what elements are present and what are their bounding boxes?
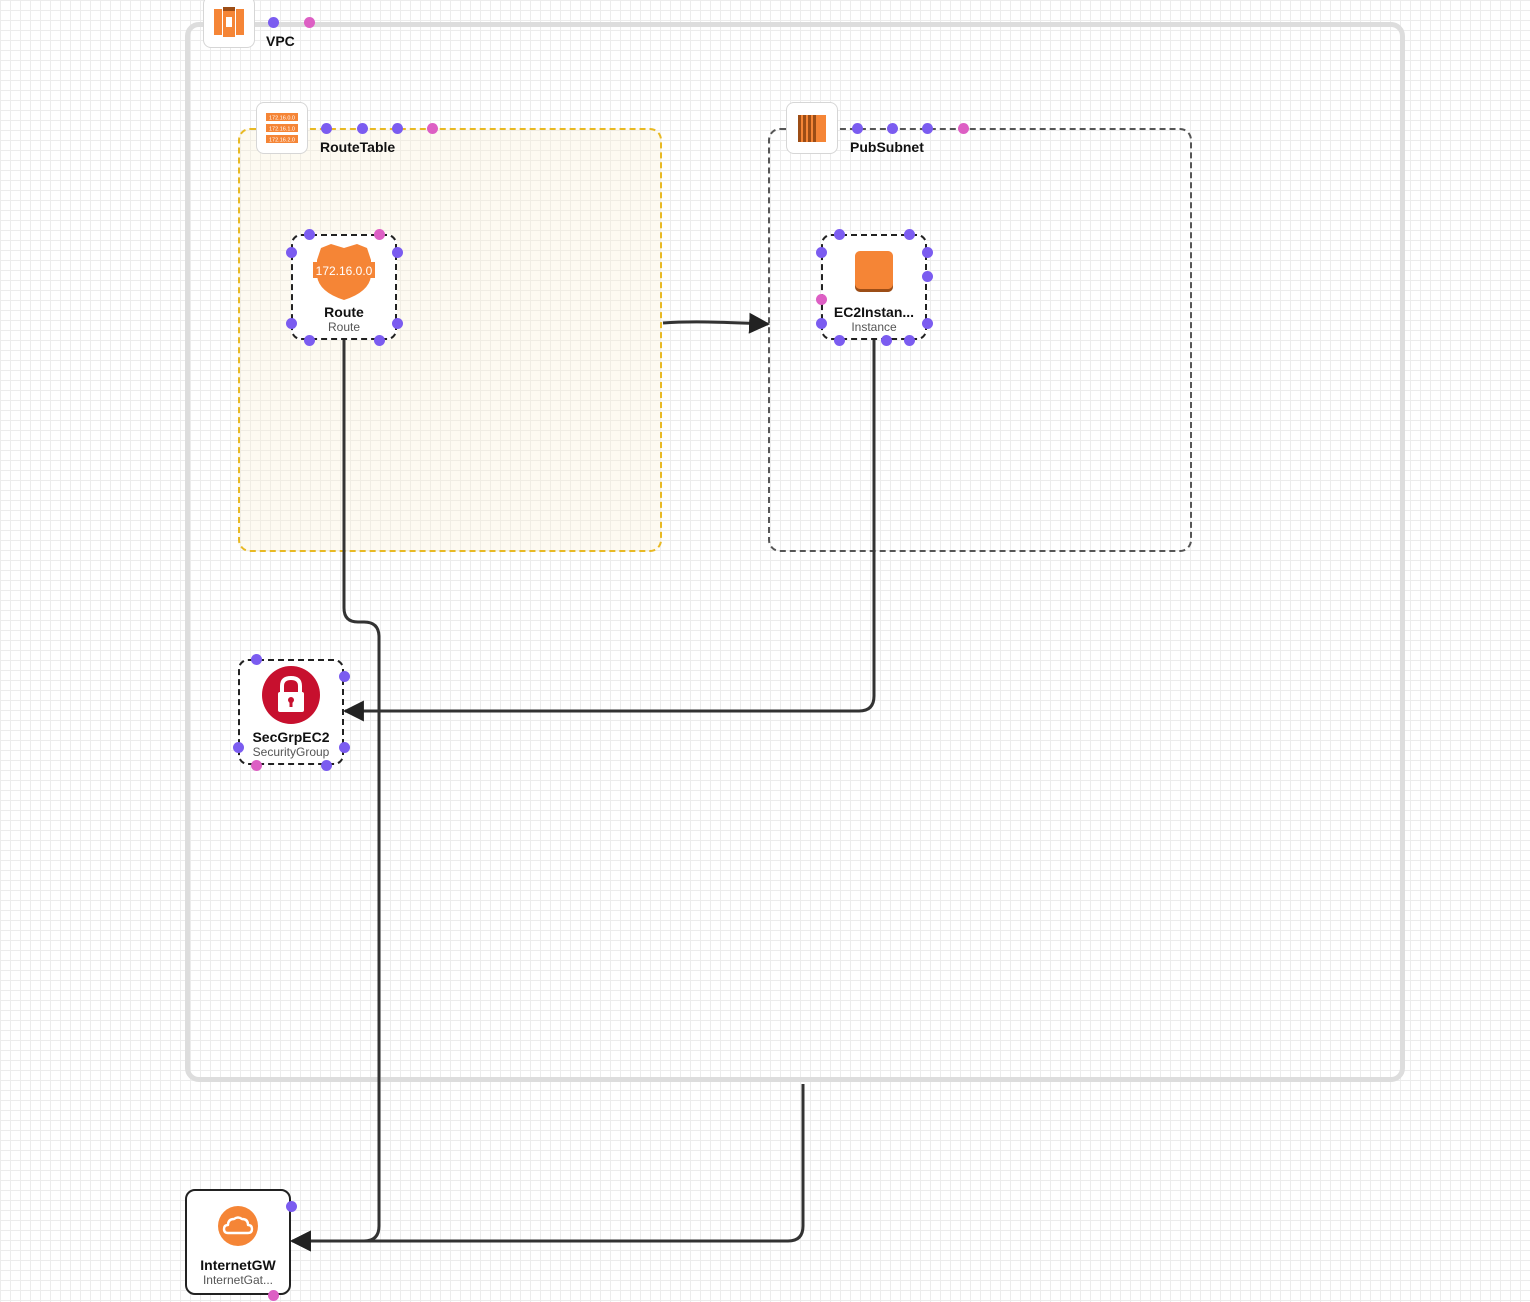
route-table-icon: 172.16.0.0 172.16.1.0 172.16.2.0 bbox=[256, 102, 308, 154]
port[interactable] bbox=[886, 122, 898, 134]
port[interactable] bbox=[303, 334, 315, 346]
igw-type: InternetGat... bbox=[202, 1273, 274, 1287]
port[interactable] bbox=[285, 1200, 297, 1212]
port[interactable] bbox=[833, 228, 845, 240]
route-table-row-2: 172.16.2.0 bbox=[269, 138, 295, 144]
port[interactable] bbox=[303, 228, 315, 240]
edge-ec2-to-secgrp[interactable] bbox=[342, 340, 876, 722]
vpc-icon bbox=[203, 0, 255, 48]
igw-node[interactable]: InternetGW InternetGat... bbox=[185, 1189, 291, 1295]
port[interactable] bbox=[285, 246, 297, 258]
port[interactable] bbox=[815, 293, 827, 305]
edge-vpc-to-igw[interactable] bbox=[289, 1084, 805, 1252]
port[interactable] bbox=[921, 122, 933, 134]
security-group-lock-icon bbox=[261, 665, 321, 730]
port[interactable] bbox=[921, 270, 933, 282]
port[interactable] bbox=[903, 334, 915, 346]
port[interactable] bbox=[338, 670, 350, 682]
route-table-label: RouteTable bbox=[320, 139, 396, 155]
port[interactable] bbox=[338, 741, 350, 753]
route-table-row-0: 172.16.0.0 bbox=[269, 116, 295, 122]
route-shield-icon: 172.16.0.0 bbox=[311, 242, 377, 307]
port[interactable] bbox=[232, 741, 244, 753]
route-shield-text: 172.16.0.0 bbox=[316, 264, 373, 278]
igw-title: InternetGW bbox=[200, 1257, 276, 1273]
route-node[interactable]: 172.16.0.0 Route Route bbox=[291, 234, 397, 340]
port[interactable] bbox=[815, 317, 827, 329]
port[interactable] bbox=[356, 122, 368, 134]
port[interactable] bbox=[815, 246, 827, 258]
ec2-title: EC2Instan... bbox=[833, 304, 915, 320]
port[interactable] bbox=[391, 317, 403, 329]
port[interactable] bbox=[285, 317, 297, 329]
route-type: Route bbox=[327, 320, 361, 334]
pub-subnet-label: PubSubnet bbox=[850, 139, 924, 155]
vpc-label: VPC bbox=[266, 33, 295, 49]
port[interactable] bbox=[250, 653, 262, 665]
ec2-instance-icon bbox=[854, 250, 894, 297]
port[interactable] bbox=[880, 334, 892, 346]
route-table-row-1: 172.16.1.0 bbox=[269, 127, 295, 133]
edge-route-to-igw[interactable] bbox=[289, 340, 381, 1252]
port[interactable] bbox=[921, 317, 933, 329]
port[interactable] bbox=[267, 1289, 279, 1301]
internet-gateway-cloud-icon bbox=[217, 1205, 259, 1252]
secgrp-title: SecGrpEC2 bbox=[252, 729, 330, 745]
pub-subnet-group[interactable] bbox=[768, 128, 1192, 552]
port[interactable] bbox=[250, 759, 262, 771]
edge-routetable-to-subnet[interactable] bbox=[662, 312, 771, 334]
port[interactable] bbox=[267, 16, 279, 28]
port[interactable] bbox=[851, 122, 863, 134]
port[interactable] bbox=[957, 122, 969, 134]
port[interactable] bbox=[320, 122, 332, 134]
port[interactable] bbox=[426, 122, 438, 134]
port[interactable] bbox=[833, 334, 845, 346]
ec2-type: Instance bbox=[851, 320, 897, 334]
port[interactable] bbox=[903, 228, 915, 240]
secgrp-node[interactable]: SecGrpEC2 SecurityGroup bbox=[238, 659, 344, 765]
port[interactable] bbox=[921, 246, 933, 258]
route-table-group[interactable] bbox=[238, 128, 662, 552]
port[interactable] bbox=[391, 246, 403, 258]
vpc-group[interactable] bbox=[185, 22, 1405, 1082]
route-title: Route bbox=[324, 304, 364, 320]
secgrp-type: SecurityGroup bbox=[252, 745, 330, 759]
port[interactable] bbox=[391, 122, 403, 134]
port[interactable] bbox=[373, 228, 385, 240]
port[interactable] bbox=[373, 334, 385, 346]
ec2-node[interactable]: EC2Instan... Instance bbox=[821, 234, 927, 340]
port[interactable] bbox=[320, 759, 332, 771]
subnet-icon bbox=[786, 102, 838, 154]
port[interactable] bbox=[303, 16, 315, 28]
